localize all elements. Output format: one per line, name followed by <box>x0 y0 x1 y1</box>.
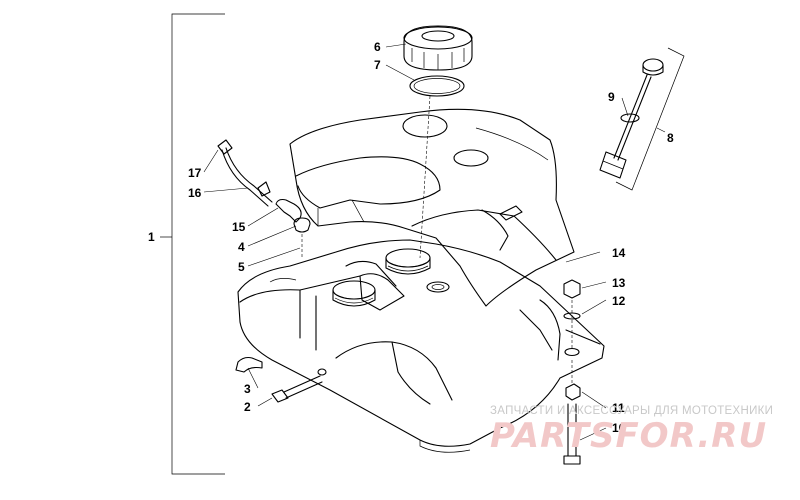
filler-neck-secondary <box>332 280 376 307</box>
tank-cover <box>289 108 575 307</box>
watermark-caption: ЗАПЧАСТИ И АКСЕССУАРЫ ДЛЯ МОТОТЕХНИКИ <box>490 405 774 417</box>
vent-hose <box>217 139 273 207</box>
callout-8: 8 <box>667 131 674 145</box>
fuel-cap <box>403 25 473 71</box>
watermark-logo: PARTSFOR.RU <box>490 416 768 456</box>
callout-11: 11 <box>612 401 625 415</box>
callout-16: 16 <box>188 186 202 200</box>
callout-14: 14 <box>612 246 626 260</box>
callout-12: 12 <box>612 294 626 308</box>
mount-nut-upper <box>563 279 581 348</box>
callout-17: 17 <box>188 166 202 180</box>
fuel-tank <box>237 239 605 453</box>
drain-washer <box>235 356 263 373</box>
callout-6: 6 <box>374 40 381 54</box>
sender-port <box>426 281 450 293</box>
assembly-bracket-1 <box>160 13 225 475</box>
grommet <box>293 217 311 233</box>
callout-13: 13 <box>612 276 626 290</box>
callout-9: 9 <box>608 90 615 104</box>
callout-2: 2 <box>244 400 251 414</box>
callout-5: 5 <box>238 260 245 274</box>
cap-gasket <box>409 75 465 97</box>
mount-bolt-lower <box>563 360 581 465</box>
assembly-bracket-8 <box>615 47 685 191</box>
callout-1: 1 <box>148 230 155 244</box>
fuel-gauge-sender <box>599 58 664 179</box>
callout-3: 3 <box>244 382 251 396</box>
cap-axis-line <box>419 95 431 259</box>
callout-15: 15 <box>232 220 246 234</box>
callout-10: 10 <box>612 421 626 435</box>
callout-7: 7 <box>374 58 381 72</box>
drain-bolt <box>271 368 327 403</box>
leader-lines <box>203 43 629 441</box>
sender-port-inner <box>431 284 445 290</box>
cap-gasket-inner <box>413 78 461 94</box>
filler-neck-main <box>385 248 431 275</box>
callout-4: 4 <box>238 240 245 254</box>
